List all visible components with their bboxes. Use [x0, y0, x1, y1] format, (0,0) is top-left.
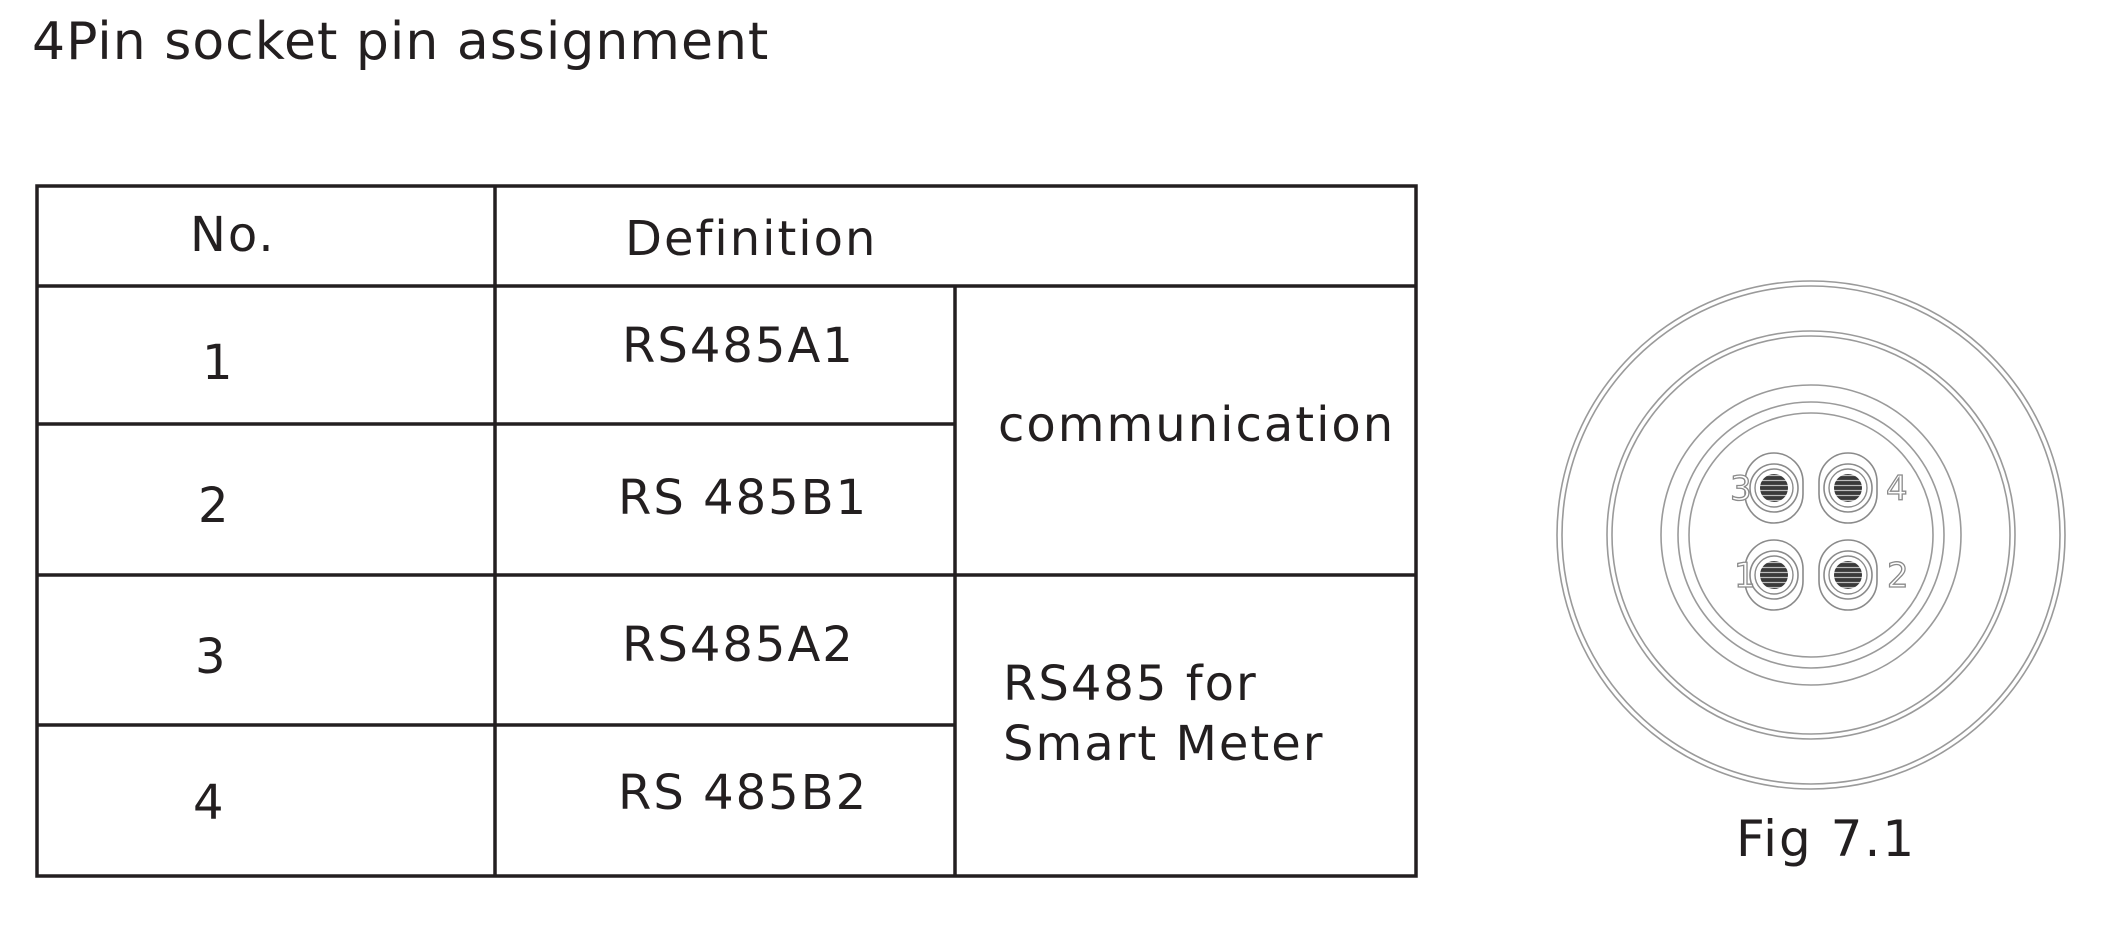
table-border: [35, 184, 1418, 878]
row-1-no: 1: [202, 335, 235, 391]
figure-caption: Fig 7.1: [1736, 810, 1917, 868]
table-grid: [35, 184, 1418, 878]
pin-label-2: 2: [1887, 556, 1909, 596]
group-communication: communication: [998, 397, 1396, 453]
pin-2: [1818, 539, 1878, 611]
row-3-signal: RS485A2: [622, 617, 855, 673]
pin-label-4: 4: [1886, 469, 1908, 509]
row-2-no: 2: [198, 478, 231, 534]
socket-illustration: 3 4 1 2: [1556, 280, 2066, 790]
header-definition: Definition: [625, 211, 878, 267]
page-title: 4Pin socket pin assignment: [32, 12, 770, 72]
pin-3: [1744, 452, 1804, 524]
connector-diagram: 3 4 1 2: [1554, 278, 2069, 793]
pin-label-1: 1: [1734, 556, 1756, 596]
row-4-signal: RS 485B2: [618, 765, 869, 821]
row-4-no: 4: [193, 775, 226, 831]
header-no: No.: [190, 207, 276, 263]
row-1-signal: RS485A1: [622, 318, 855, 374]
pin-label-3: 3: [1730, 469, 1752, 509]
group-smart-meter: RS485 for Smart Meter: [1003, 656, 1325, 772]
pin-4: [1818, 452, 1878, 524]
pin-assignment-table: No. Definition 1 RS485A1 2 RS 485B1 3 RS…: [35, 184, 1418, 878]
row-3-no: 3: [195, 629, 228, 685]
pin-1: [1744, 539, 1804, 611]
row-2-signal: RS 485B1: [618, 470, 869, 526]
